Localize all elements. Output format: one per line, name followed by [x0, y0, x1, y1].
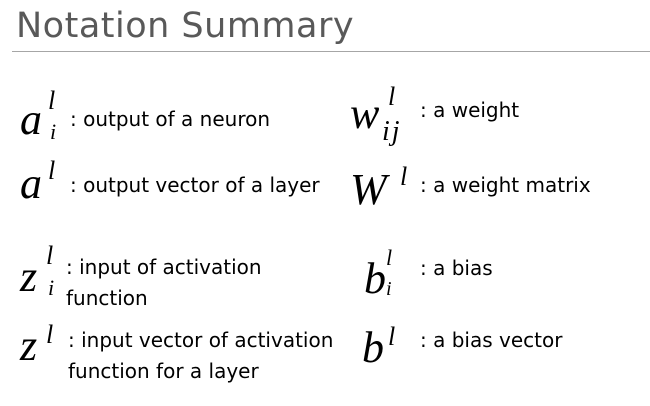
- symbol-b-l: b l: [362, 322, 412, 370]
- description-line: : a weight matrix: [420, 173, 591, 197]
- symbol-base: W: [350, 165, 387, 214]
- description-line: : a bias vector: [420, 328, 563, 352]
- description-input-of-activation: : input of activation function: [66, 252, 262, 314]
- description-line: : input of activation: [66, 255, 262, 279]
- description-line: : output vector of a layer: [70, 173, 320, 197]
- symbol-base: z: [20, 321, 38, 370]
- description-line: : input vector of activation: [68, 328, 334, 352]
- description-line: function for a layer: [68, 359, 259, 383]
- title-divider: [12, 51, 650, 52]
- description-a-bias-vector: : a bias vector: [420, 325, 562, 356]
- symbol-subscript: i: [386, 278, 392, 300]
- symbol-z-i-l: z l i: [20, 243, 70, 299]
- symbol-base: w: [350, 89, 380, 138]
- description-output-vector-of-layer: : output vector of a layer: [70, 170, 320, 201]
- description-line: function: [66, 286, 148, 310]
- description-a-weight: : a weight: [420, 95, 519, 126]
- symbol-superscript: l: [386, 245, 393, 270]
- description-output-of-neuron: : output of a neuron: [70, 104, 270, 135]
- description-line: : a bias: [420, 256, 493, 280]
- symbol-superscript: l: [400, 162, 408, 191]
- description-a-weight-matrix: : a weight matrix: [420, 170, 591, 201]
- symbol-superscript: l: [388, 82, 396, 111]
- symbol-superscript: l: [46, 241, 54, 270]
- description-line: : a weight: [420, 98, 520, 122]
- symbol-a-l: a l: [20, 158, 70, 206]
- symbol-base: a: [20, 95, 42, 144]
- description-a-bias: : a bias: [420, 253, 493, 284]
- symbol-w-ij-l: w l ij: [350, 84, 422, 150]
- symbol-base: b: [364, 254, 386, 303]
- symbol-base: b: [362, 323, 384, 372]
- symbol-subscript: i: [50, 119, 57, 144]
- description-line: : output of a neuron: [70, 107, 271, 131]
- symbol-W-l: W l: [350, 162, 420, 212]
- symbol-superscript: l: [388, 322, 396, 351]
- symbol-superscript: l: [46, 320, 54, 349]
- symbol-subscript: ij: [382, 116, 402, 147]
- symbol-b-i-l: b l i: [364, 245, 414, 301]
- slide-title: Notation Summary: [16, 6, 355, 46]
- symbol-superscript: l: [48, 156, 56, 185]
- symbol-subscript: i: [48, 275, 55, 300]
- description-input-vector-of-activation: : input vector of activation function fo…: [68, 325, 333, 387]
- symbol-z-l: z l: [20, 322, 70, 368]
- symbol-base: a: [20, 159, 42, 208]
- symbol-superscript: l: [48, 86, 56, 115]
- symbol-a-i-l: a l i: [20, 86, 70, 144]
- symbol-base: z: [20, 252, 38, 301]
